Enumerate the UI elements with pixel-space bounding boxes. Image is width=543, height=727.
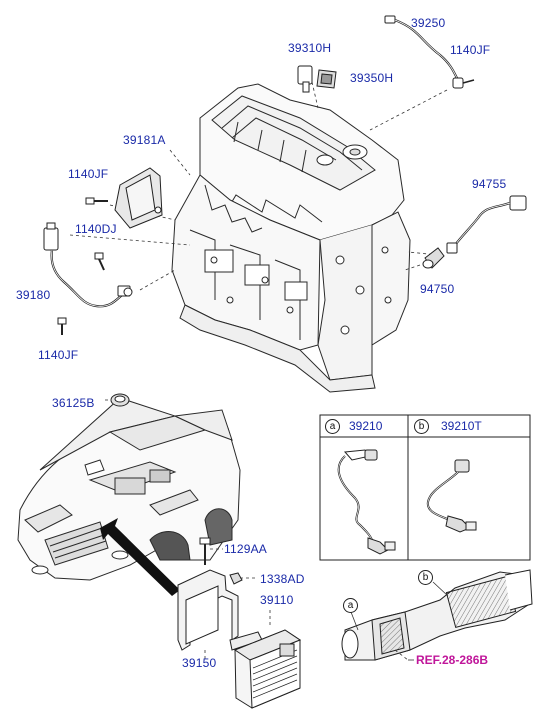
location-arrow xyxy=(100,518,180,596)
label-94750[interactable]: 94750 xyxy=(420,282,455,296)
reference-link-28-286b[interactable]: REF.28-286B xyxy=(416,653,489,667)
sensor-a-art xyxy=(337,449,396,555)
bolts-left-art xyxy=(57,197,108,335)
sensor-94750-art xyxy=(422,195,527,269)
label-1140jf-left[interactable]: 1140JF xyxy=(68,167,109,181)
sensor-39250-art xyxy=(384,15,475,89)
callout-a-catalyst: a xyxy=(343,598,358,613)
catalytic-converter-art xyxy=(341,569,533,661)
label-39250[interactable]: 39250 xyxy=(411,16,446,30)
ecu-assembly-art xyxy=(177,537,302,709)
cover-39181a-art xyxy=(114,167,163,229)
label-39180[interactable]: 39180 xyxy=(16,288,51,302)
vehicle-art xyxy=(17,397,241,581)
label-1140jf-top[interactable]: 1140JF xyxy=(450,43,491,57)
label-1338ad[interactable]: 1338AD xyxy=(260,572,305,586)
label-1140dj[interactable]: 1140DJ xyxy=(75,222,117,236)
sensor-table-art xyxy=(319,414,531,561)
label-39150[interactable]: 39150 xyxy=(182,656,217,670)
engine-block xyxy=(171,83,411,393)
label-39350h[interactable]: 39350H xyxy=(350,71,394,85)
label-39181a[interactable]: 39181A xyxy=(123,133,166,147)
label-36125b[interactable]: 36125B xyxy=(52,396,95,410)
grommet-36125b-art xyxy=(110,393,130,407)
callout-a-table: a xyxy=(325,419,340,434)
label-39310h[interactable]: 39310H xyxy=(288,41,332,55)
callout-b-table: b xyxy=(414,419,429,434)
sensor-b-art xyxy=(426,459,477,533)
leader-lines xyxy=(69,81,448,291)
sensor-39180-art xyxy=(43,222,133,308)
label-94755[interactable]: 94755 xyxy=(472,177,507,191)
callout-b-catalyst: b xyxy=(418,570,433,585)
label-39210[interactable]: 39210 xyxy=(349,419,383,433)
cam-sensor-39310h-art xyxy=(297,65,337,93)
label-1140jf-bottom[interactable]: 1140JF xyxy=(38,348,79,362)
label-1129aa[interactable]: 1129AA xyxy=(224,542,268,556)
label-39110[interactable]: 39110 xyxy=(260,593,294,607)
label-39210t[interactable]: 39210T xyxy=(441,419,482,433)
